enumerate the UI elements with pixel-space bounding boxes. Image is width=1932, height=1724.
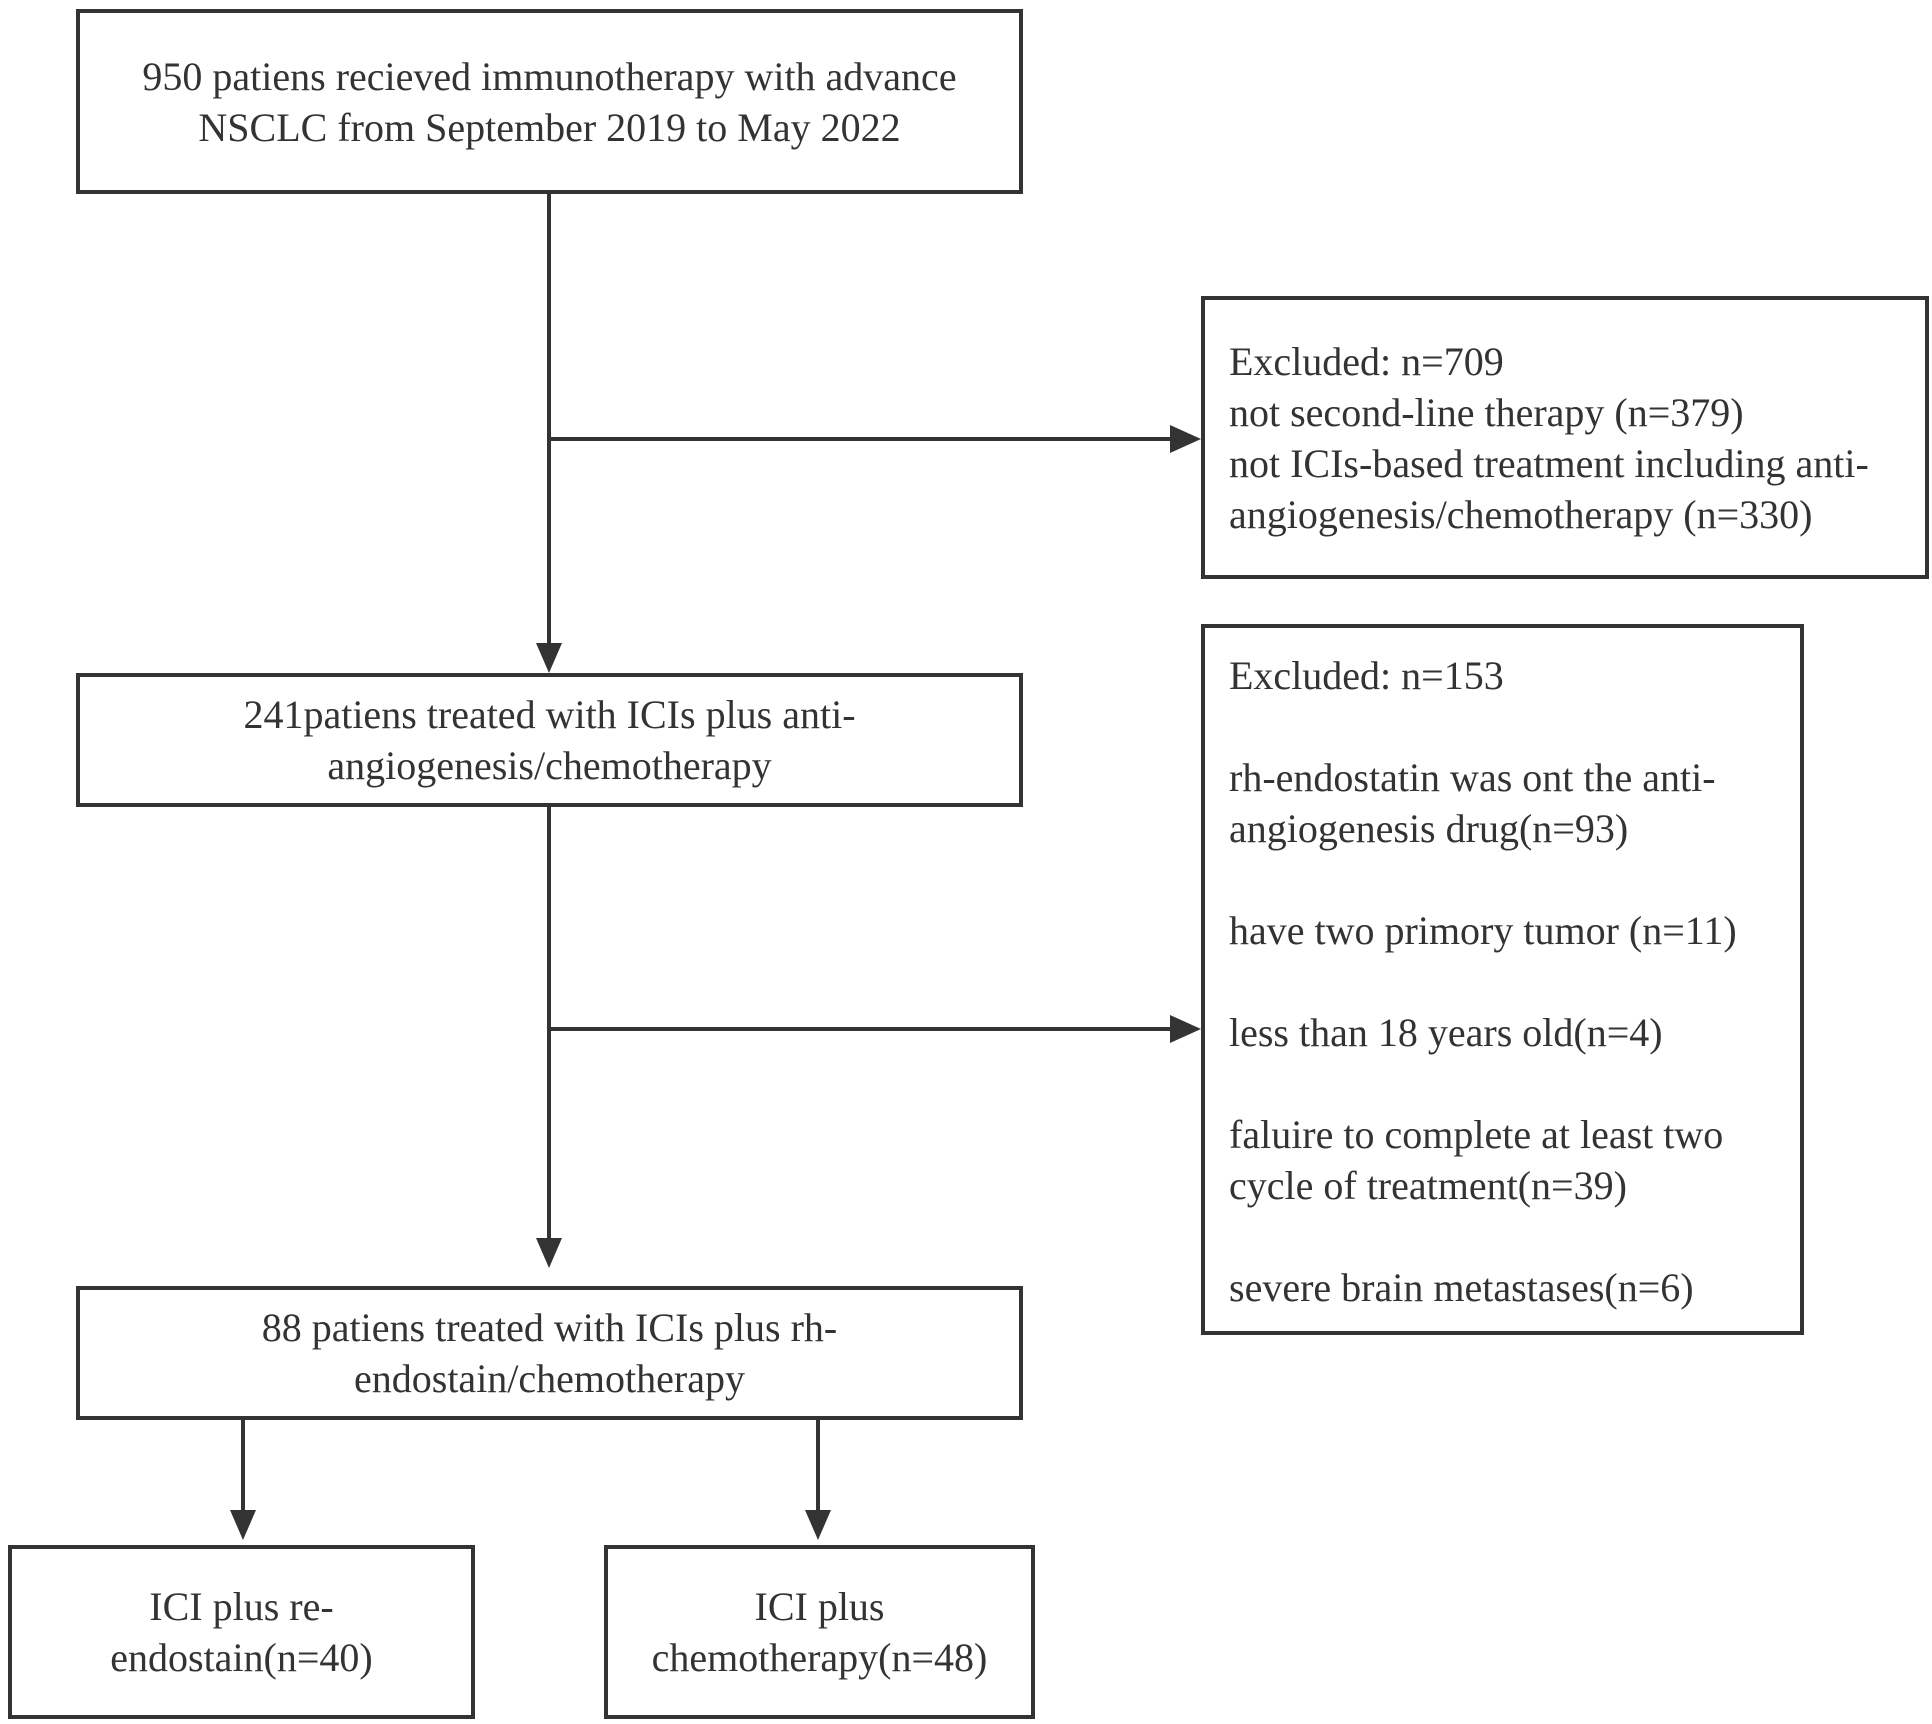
exclusion-box-2: Excluded: n=153 rh-endostatin was ont th…	[1201, 624, 1804, 1335]
left-group-line-2: endostain(n=40)	[110, 1635, 373, 1680]
exclusion-2-total: Excluded: n=153	[1229, 653, 1504, 698]
exclusion-1-reason-1: not second-line therapy (n=379)	[1229, 390, 1744, 435]
exclusion-1-reason-2b: angiogenesis/chemotherapy (n=330)	[1229, 492, 1813, 537]
middle-line-2: angiogenesis/chemotherapy	[327, 743, 772, 788]
exclusion-1-reason-2a: not ICIs-based treatment including anti-	[1229, 441, 1869, 486]
middle-line-1: 241patiens treated with ICIs plus anti-	[243, 692, 856, 737]
arrowhead-to-right-group	[805, 1510, 831, 1540]
right-group-line-1: ICI plus	[754, 1584, 885, 1629]
arrowhead-to-middle	[536, 643, 562, 673]
exclusion-box-1: Excluded: n=709 not second-line therapy …	[1201, 296, 1929, 579]
exclusion-2-reason-2: have two primory tumor (n=11)	[1229, 908, 1737, 953]
left-group-box: ICI plus re- endostain(n=40)	[8, 1545, 475, 1719]
left-group-line-1: ICI plus re-	[149, 1584, 334, 1629]
exclusion-2-reason-3: less than 18 years old(n=4)	[1229, 1010, 1663, 1055]
exclusion-2-reason-1b: angiogenesis drug(n=93)	[1229, 806, 1629, 851]
right-group-line-2: chemotherapy(n=48)	[651, 1635, 988, 1680]
final-population-box: 88 patiens treated with ICIs plus rh- en…	[76, 1286, 1023, 1420]
exclusion-2-reason-4a: faluire to complete at least two	[1229, 1112, 1724, 1157]
exclusion-2-reason-1a: rh-endostatin was ont the anti-	[1229, 755, 1716, 800]
final-line-1: 88 patiens treated with ICIs plus rh-	[261, 1305, 838, 1350]
start-population-box: 950 patiens recieved immunotherapy with …	[76, 9, 1023, 194]
start-line-1: 950 patiens recieved immunotherapy with …	[142, 53, 957, 99]
final-line-2: endostain/chemotherapy	[354, 1356, 745, 1401]
start-line-2: NSCLC from September 2019 to May 2022	[198, 104, 901, 150]
arrowhead-to-left-group	[230, 1510, 256, 1540]
arrowhead-to-final	[536, 1238, 562, 1268]
arrowhead-to-excluded-1	[1170, 425, 1201, 453]
exclusion-2-reason-5: severe brain metastases(n=6)	[1229, 1265, 1694, 1310]
arrowhead-to-excluded-2	[1170, 1015, 1201, 1043]
exclusion-1-total: Excluded: n=709	[1229, 339, 1504, 384]
exclusion-2-reason-4b: cycle of treatment(n=39)	[1229, 1163, 1627, 1208]
middle-population-box: 241patiens treated with ICIs plus anti- …	[76, 673, 1023, 807]
right-group-box: ICI plus chemotherapy(n=48)	[604, 1545, 1035, 1719]
